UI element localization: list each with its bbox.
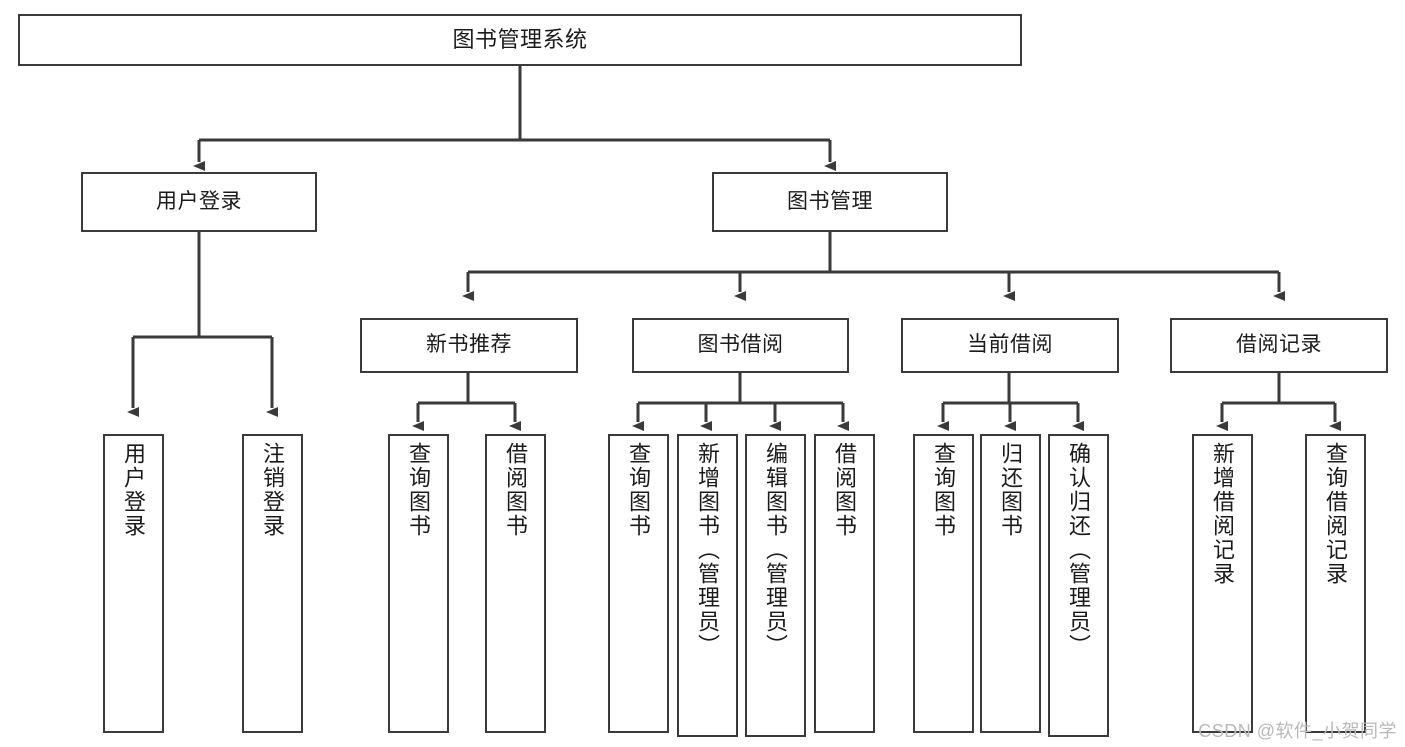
node-book-management[interactable]: 图书管理 [712, 172, 948, 232]
leaf-user-login-signin[interactable]: 用户登录 [103, 434, 164, 733]
node-user-login-label: 用户登录 [156, 189, 242, 213]
leaf-book-borrow-add[interactable]: 新增图书（管理员） [677, 434, 738, 737]
leaf-borrow-record-add[interactable]: 新增借阅记录 [1192, 434, 1253, 733]
node-borrow-record-label: 借阅记录 [1236, 333, 1322, 357]
leaf-current-borrow-query-label: 查询图书 [931, 442, 957, 538]
leaf-new-book-borrow-label: 借阅图书 [503, 442, 529, 538]
leaf-user-login-signout[interactable]: 注销登录 [242, 434, 303, 733]
leaf-new-book-query-label: 查询图书 [406, 442, 432, 538]
leaf-current-borrow-confirm[interactable]: 确认归还（管理员） [1048, 434, 1109, 737]
leaf-book-borrow-borrow-label: 借阅图书 [832, 442, 858, 538]
leaf-book-borrow-query[interactable]: 查询图书 [608, 434, 669, 733]
leaf-borrow-record-query-label: 查询借阅记录 [1323, 442, 1349, 586]
node-root[interactable]: 图书管理系统 [18, 14, 1022, 66]
leaf-new-book-query[interactable]: 查询图书 [388, 434, 449, 733]
leaf-user-login-signin-label: 用户登录 [121, 442, 147, 538]
node-book-borrow-label: 图书借阅 [697, 333, 784, 357]
node-book-management-label: 图书管理 [787, 189, 873, 213]
leaf-book-borrow-edit-label: 编辑图书（管理员） [763, 442, 789, 658]
node-new-book-recommend-label: 新书推荐 [426, 333, 512, 357]
leaf-current-borrow-query[interactable]: 查询图书 [913, 434, 974, 733]
leaf-current-borrow-confirm-label: 确认归还（管理员） [1066, 442, 1092, 658]
node-root-label: 图书管理系统 [452, 27, 588, 53]
node-borrow-record[interactable]: 借阅记录 [1170, 318, 1388, 373]
node-new-book-recommend[interactable]: 新书推荐 [360, 318, 578, 373]
node-book-borrow[interactable]: 图书借阅 [632, 318, 849, 373]
node-current-borrow[interactable]: 当前借阅 [901, 318, 1119, 373]
leaf-book-borrow-add-label: 新增图书（管理员） [695, 442, 721, 658]
node-current-borrow-label: 当前借阅 [967, 333, 1053, 357]
leaf-user-login-signout-label: 注销登录 [260, 442, 286, 538]
leaf-current-borrow-return[interactable]: 归还图书 [980, 434, 1041, 733]
node-user-login[interactable]: 用户登录 [81, 172, 317, 232]
leaf-book-borrow-edit[interactable]: 编辑图书（管理员） [745, 434, 806, 737]
leaf-borrow-record-add-label: 新增借阅记录 [1210, 442, 1236, 586]
leaf-book-borrow-borrow[interactable]: 借阅图书 [814, 434, 875, 733]
leaf-new-book-borrow[interactable]: 借阅图书 [485, 434, 546, 733]
leaf-book-borrow-query-label: 查询图书 [626, 442, 652, 538]
leaf-current-borrow-return-label: 归还图书 [998, 442, 1024, 538]
leaf-borrow-record-query[interactable]: 查询借阅记录 [1305, 434, 1366, 733]
